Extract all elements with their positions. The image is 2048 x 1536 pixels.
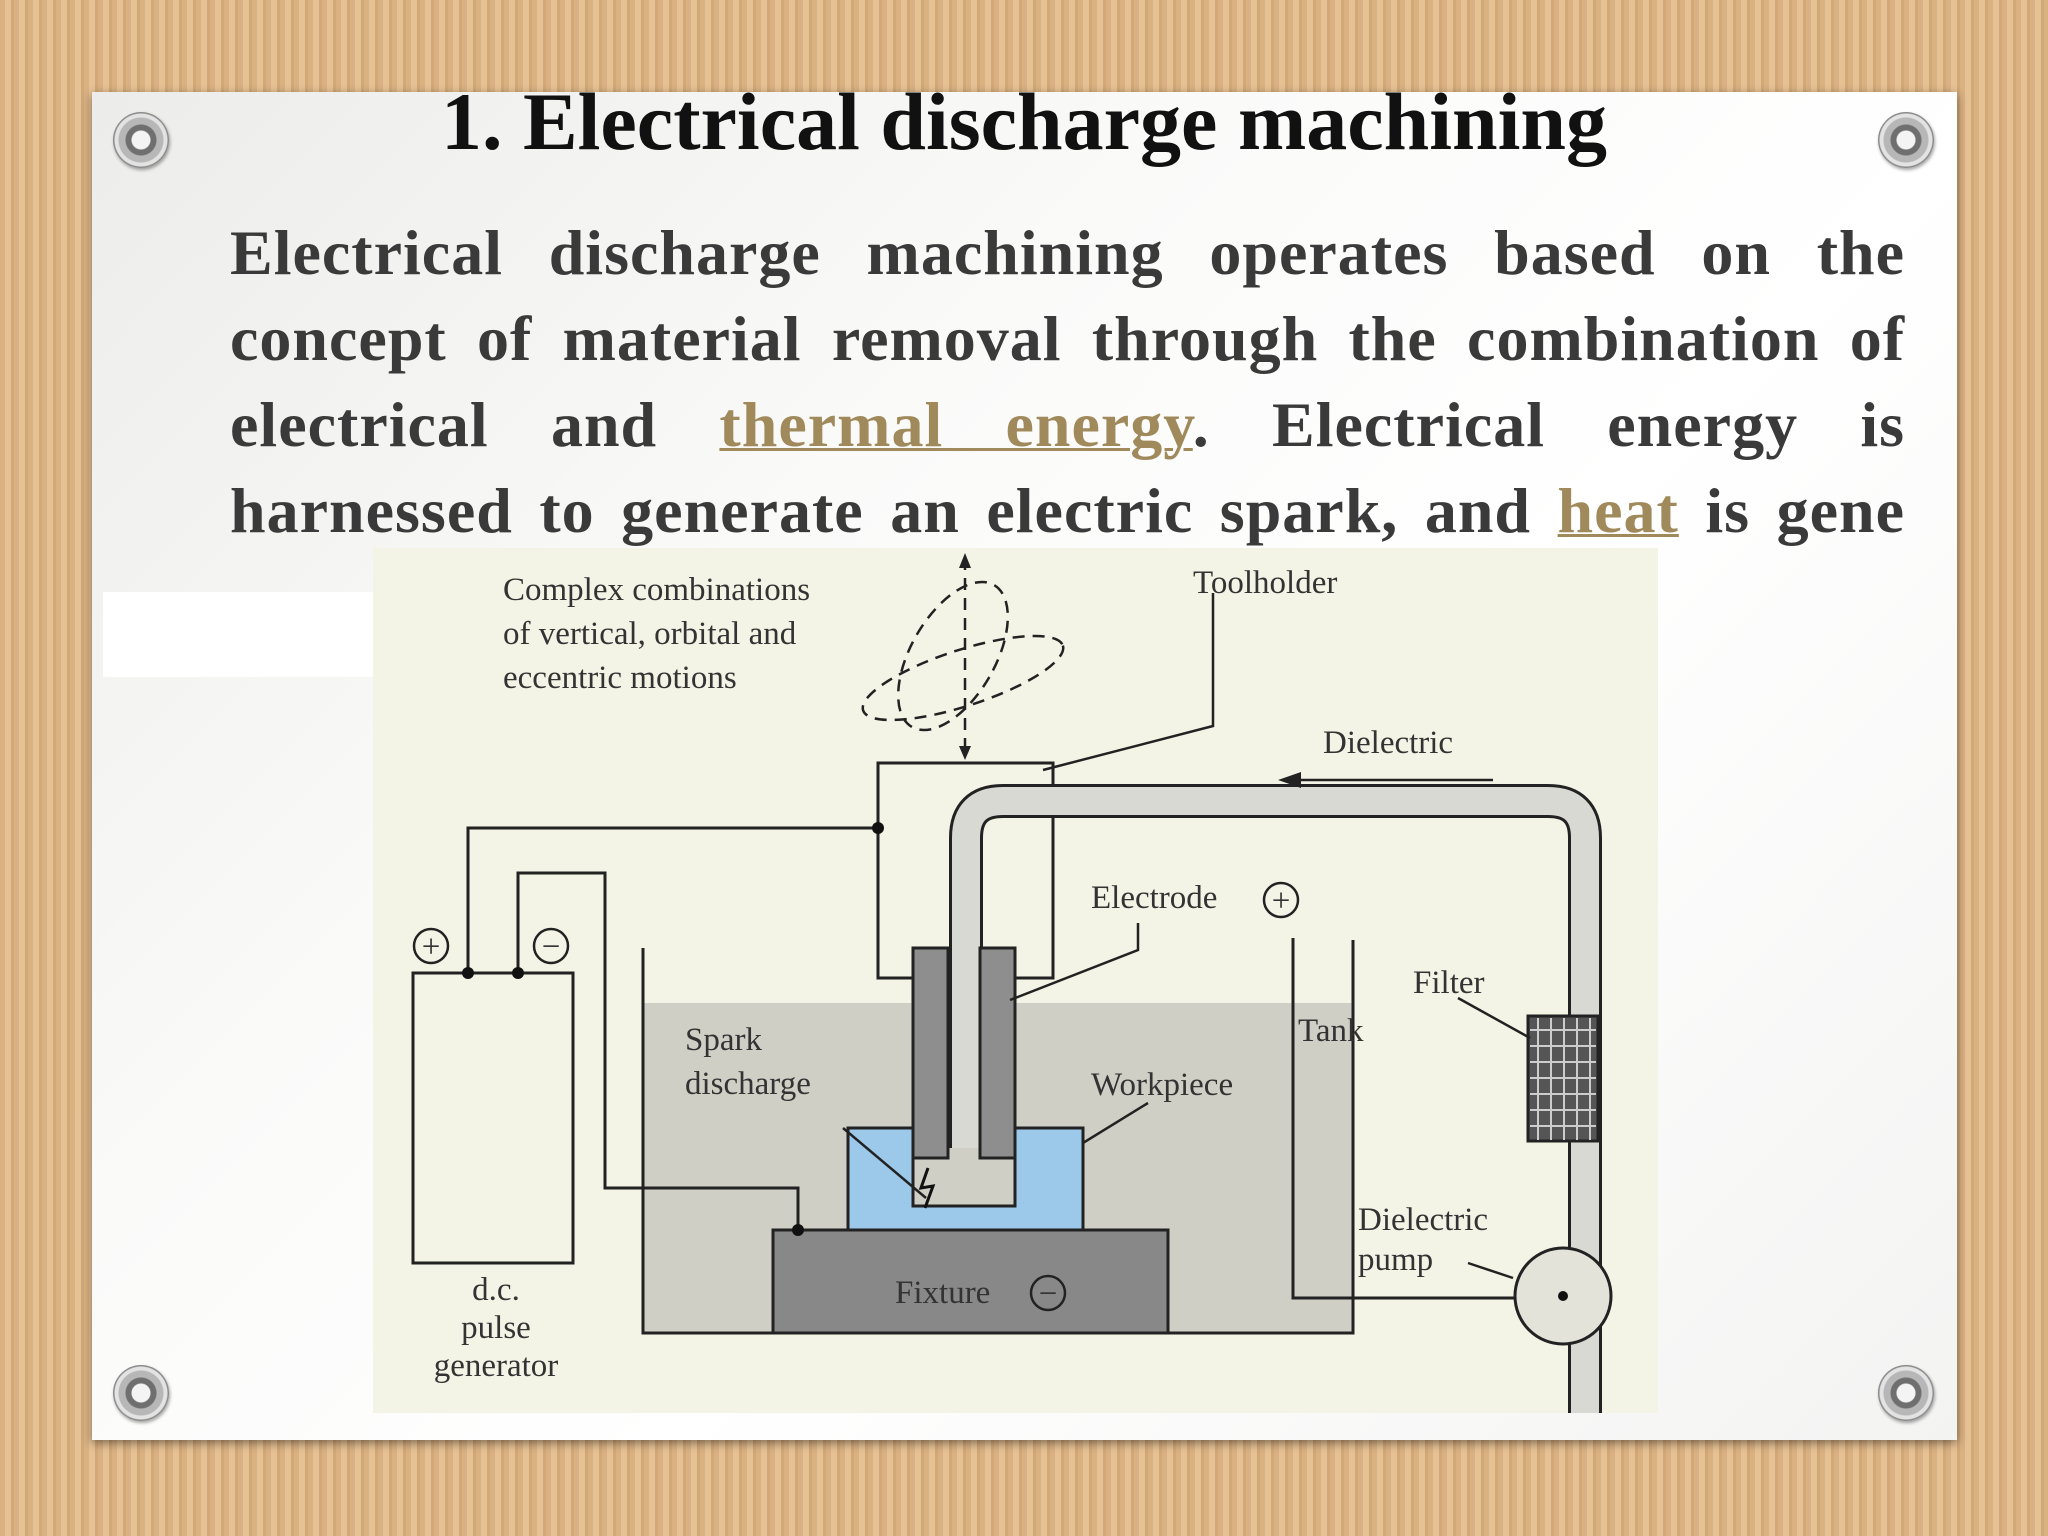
toolholder-leader xyxy=(1042,593,1215,772)
pin-bottom-right-icon xyxy=(1878,1365,1934,1421)
spark-label-2: discharge xyxy=(685,1066,811,1102)
pump-leader xyxy=(1467,1261,1514,1280)
dc-pulse-generator xyxy=(411,971,575,1265)
spark-label-1: Spark xyxy=(685,1022,762,1058)
spark-icon xyxy=(918,1167,936,1209)
pin-top-left-icon xyxy=(113,112,169,168)
pump-label-2: pump xyxy=(1358,1242,1433,1278)
spark-leader xyxy=(842,1127,927,1199)
wiring xyxy=(466,826,878,1230)
pump-label-1: Dielectric xyxy=(1358,1202,1488,1238)
fixture-minus-label: − xyxy=(1039,1276,1058,1312)
workpiece-label: Workpiece xyxy=(1091,1067,1233,1103)
slide-paragraph: Electrical discharge machining operates … xyxy=(230,210,1905,580)
dielectric-arrow-icon xyxy=(1278,772,1301,788)
tank-label: Tank xyxy=(1298,1013,1364,1049)
filter-label: Filter xyxy=(1413,965,1485,1001)
paragraph-text-3: is gene xyxy=(1678,475,1905,546)
toolholder-label: Toolholder xyxy=(1193,565,1337,601)
heat-link[interactable]: heat xyxy=(1557,475,1679,546)
generator-label-2: pulse xyxy=(461,1310,531,1346)
electrode-leader xyxy=(1009,923,1140,1002)
electrode-left xyxy=(911,946,950,1160)
motion-arrow-down-icon xyxy=(959,746,971,760)
motions-label-3: eccentric motions xyxy=(503,660,737,696)
motion-arrow-up-icon xyxy=(959,553,971,568)
pin-top-right-icon xyxy=(1878,112,1934,168)
fixture-minus-icon xyxy=(1029,1274,1067,1312)
edm-diagram: + − Complex combinations of vertical, or… xyxy=(373,548,1658,1413)
motions-label-1: Complex combinations xyxy=(503,572,810,608)
return-pipe xyxy=(1291,938,1563,1300)
filter-leader xyxy=(1457,996,1531,1040)
pin-bottom-left-icon xyxy=(113,1365,169,1421)
workpiece-leader xyxy=(1082,1101,1149,1145)
generator-label-3: generator xyxy=(434,1348,559,1384)
minus-terminal-icon xyxy=(532,927,570,965)
electrode-label: Electrode xyxy=(1091,880,1217,916)
dielectric-label: Dielectric xyxy=(1323,725,1453,761)
motion-sketch xyxy=(861,558,1065,756)
electrode-right xyxy=(978,946,1017,1160)
fixture xyxy=(771,1228,1170,1335)
white-patch xyxy=(103,592,373,677)
motions-label-2: of vertical, orbital and xyxy=(503,616,797,652)
generator-label-1: d.c. xyxy=(472,1272,520,1308)
paragraph-text-1: Electrical discharge machining operates … xyxy=(230,217,1905,460)
plus-terminal-icon xyxy=(412,927,450,965)
fixture-label: Fixture xyxy=(895,1275,990,1311)
minus-terminal-label: − xyxy=(542,929,561,965)
paragraph-text-2: . Electrical energy is harnessed to gene… xyxy=(230,389,1905,546)
electrode-plus-label: + xyxy=(1272,883,1291,919)
slide-title: 1. Electrical discharge machining xyxy=(440,76,1608,167)
thermal-energy-link[interactable]: thermal energy xyxy=(719,389,1193,460)
plus-terminal-label: + xyxy=(422,929,441,965)
electrode-plus-icon xyxy=(1262,881,1300,919)
